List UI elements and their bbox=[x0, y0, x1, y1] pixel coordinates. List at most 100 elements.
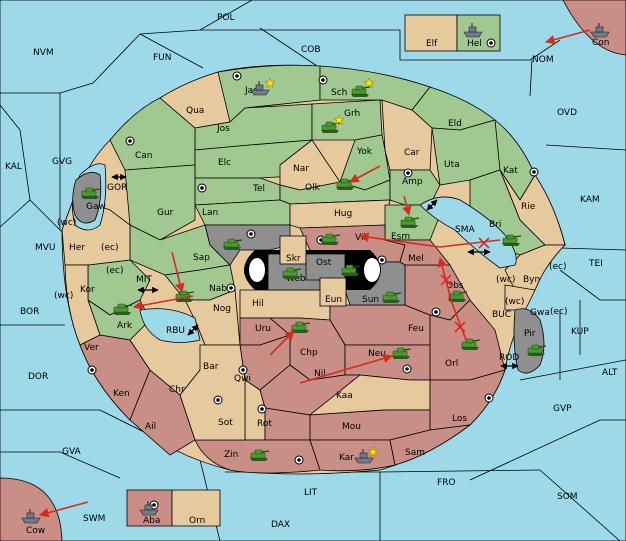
province-qua[interactable] bbox=[159, 71, 231, 129]
label-rie: Rie bbox=[521, 202, 536, 212]
label-gor: GOR bbox=[107, 183, 127, 193]
label-sot: Sot bbox=[218, 418, 233, 428]
double-arrow-icon bbox=[426, 199, 438, 211]
label-bar: Bar bbox=[203, 362, 219, 372]
coast-byn-ec: (ec) bbox=[549, 262, 567, 272]
label-kaa: Kaa bbox=[336, 391, 353, 401]
label-los: Los bbox=[452, 414, 467, 424]
label-uta: Uta bbox=[444, 160, 460, 170]
label-hil: Hil bbox=[252, 299, 264, 309]
label-gwa: Gwa bbox=[530, 308, 550, 318]
order-arrow bbox=[439, 239, 501, 248]
label-rot: Rot bbox=[257, 419, 272, 429]
label-hug: Hug bbox=[334, 209, 352, 219]
label-chr: Chr bbox=[169, 385, 185, 395]
label-mel: Mel bbox=[408, 254, 424, 264]
sea-rbu[interactable] bbox=[139, 308, 201, 343]
label-sch: Sch bbox=[331, 88, 347, 98]
order-arrow bbox=[451, 302, 467, 341]
order-arrow bbox=[39, 501, 89, 518]
double-arrow-icon bbox=[187, 324, 199, 336]
label-sam: Sam bbox=[405, 448, 425, 458]
label-amp: Amp bbox=[402, 177, 423, 187]
label-fro: FRO bbox=[437, 478, 456, 488]
label-pir: Pir bbox=[524, 329, 536, 339]
label-rod: ROD bbox=[499, 353, 519, 363]
label-rbu: RBU bbox=[166, 326, 185, 336]
order-arrow bbox=[349, 165, 381, 183]
label-sma: SMA bbox=[455, 225, 475, 235]
supply-center-icon bbox=[197, 183, 207, 193]
province-orn[interactable] bbox=[171, 489, 221, 527]
label-mvu: MVU bbox=[35, 243, 56, 253]
province-pir[interactable] bbox=[513, 308, 545, 374]
province-can[interactable] bbox=[109, 97, 196, 171]
supply-center-icon bbox=[318, 75, 328, 85]
label-kal: KAL bbox=[5, 162, 22, 172]
province-bar[interactable] bbox=[179, 344, 246, 441]
label-orl: Orl bbox=[445, 359, 458, 369]
label-ark: Ark bbox=[117, 321, 133, 331]
label-kup: KUP bbox=[571, 327, 589, 337]
cross-icon bbox=[478, 237, 490, 249]
southwest-neutral bbox=[129, 289, 246, 441]
supply-center-icon bbox=[377, 255, 387, 265]
label-lan: Lan bbox=[202, 208, 218, 218]
label-nar: Nar bbox=[293, 164, 309, 174]
label-pol: POL bbox=[217, 13, 235, 23]
cross-icon bbox=[440, 274, 452, 286]
label-sun: Sun bbox=[362, 295, 379, 305]
province-skr[interactable] bbox=[279, 235, 307, 265]
label-qua: Qua bbox=[186, 106, 204, 116]
label-kar: Kar bbox=[339, 453, 354, 463]
label-bri: Bri bbox=[489, 220, 501, 230]
supply-center-icon bbox=[402, 364, 412, 374]
supply-center-icon bbox=[294, 455, 304, 465]
label-nil: Nil bbox=[314, 369, 326, 379]
supply-center-icon bbox=[257, 404, 267, 414]
coast-labels: (wc) (ec) (ec) (wc) (wc) (ec) (wc) (ec) bbox=[54, 218, 568, 317]
coast-kor-ec: (ec) bbox=[106, 266, 124, 276]
label-nog: Nog bbox=[213, 304, 231, 314]
province-sam[interactable] bbox=[389, 424, 472, 466]
province-eun[interactable] bbox=[319, 277, 347, 307]
west-neutral bbox=[61, 194, 151, 421]
label-gva: GVA bbox=[62, 447, 82, 457]
label-gur: Gur bbox=[157, 208, 174, 218]
coast-kor-wc: (wc) bbox=[54, 291, 73, 301]
label-cow: Cow bbox=[26, 526, 45, 536]
supply-center-icon bbox=[486, 38, 496, 48]
label-elf: Elf bbox=[426, 39, 438, 49]
coast-byn-wc: (wc) bbox=[496, 275, 515, 285]
label-cob: COB bbox=[301, 45, 321, 55]
label-can: Can bbox=[135, 151, 153, 161]
order-arrow bbox=[299, 353, 393, 384]
province-grh[interactable] bbox=[311, 99, 383, 141]
label-som: SOM bbox=[557, 492, 578, 502]
label-qwi: Qwi bbox=[234, 374, 251, 384]
lake-end-east bbox=[364, 258, 380, 282]
label-nab: Nab bbox=[209, 284, 227, 294]
label-obs: Obs bbox=[446, 281, 464, 291]
label-aba: Aba bbox=[143, 516, 160, 526]
province-gur[interactable] bbox=[124, 164, 196, 241]
label-car: Car bbox=[404, 148, 420, 158]
supply-center-icon bbox=[226, 283, 236, 293]
label-grh: Grh bbox=[344, 109, 360, 119]
label-kor: Kor bbox=[80, 285, 95, 295]
label-ost: Ost bbox=[316, 258, 332, 268]
coast-gwa-wc: (wc) bbox=[505, 297, 524, 307]
label-kat: Kat bbox=[503, 166, 518, 176]
label-bor: BOR bbox=[20, 307, 39, 317]
province-ver[interactable] bbox=[64, 264, 101, 346]
label-alt: ALT bbox=[602, 368, 618, 378]
order-arrow bbox=[402, 195, 412, 216]
label-lit: LIT bbox=[304, 488, 318, 498]
label-jos: Jos bbox=[216, 124, 230, 134]
label-eun: Eun bbox=[325, 295, 342, 305]
connection-arrows bbox=[111, 173, 519, 370]
label-orn: Orn bbox=[189, 516, 205, 526]
order-arrow bbox=[359, 232, 441, 248]
sea-sma[interactable] bbox=[419, 196, 517, 269]
